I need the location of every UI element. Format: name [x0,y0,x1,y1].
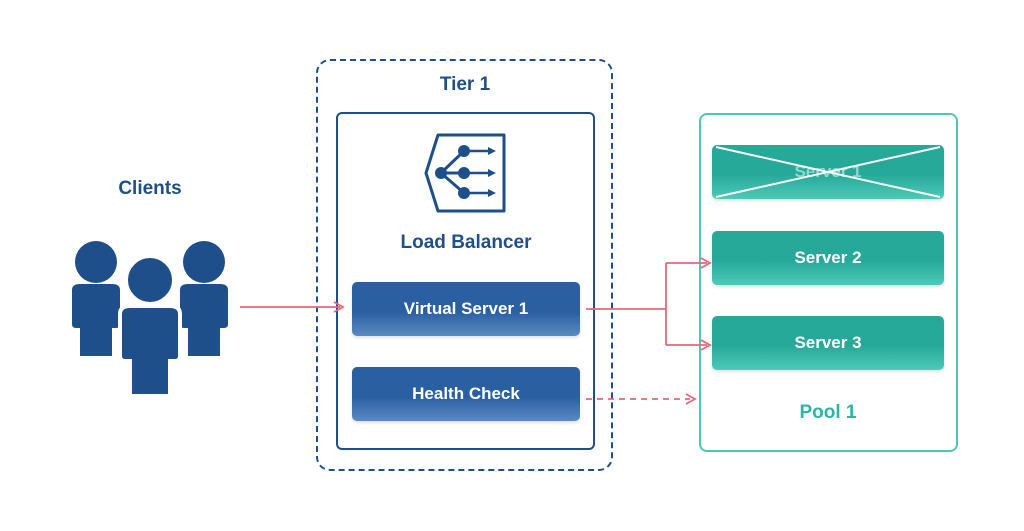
virtual-server-to-servers-arrow [586,257,712,351]
health-check-button[interactable]: Health Check [352,367,580,421]
health-check-to-pool-arrow [586,393,697,405]
server-down-cross-icon [715,146,941,198]
clients-icon [72,241,228,398]
server-3-node[interactable]: Server 3 [712,316,944,370]
load-balancer-icon [424,133,506,213]
pool-label: Pool 1 [799,402,857,423]
server-2-node[interactable]: Server 2 [712,231,944,285]
tier-label: Tier 1 [439,74,491,95]
virtual-server-button[interactable]: Virtual Server 1 [352,282,580,336]
pool-container [699,113,958,452]
clients-label: Clients [118,178,182,199]
load-balancer-label: Load Balancer [400,232,532,253]
client-to-virtual-server-arrow [240,301,345,313]
tier-container [316,59,613,471]
